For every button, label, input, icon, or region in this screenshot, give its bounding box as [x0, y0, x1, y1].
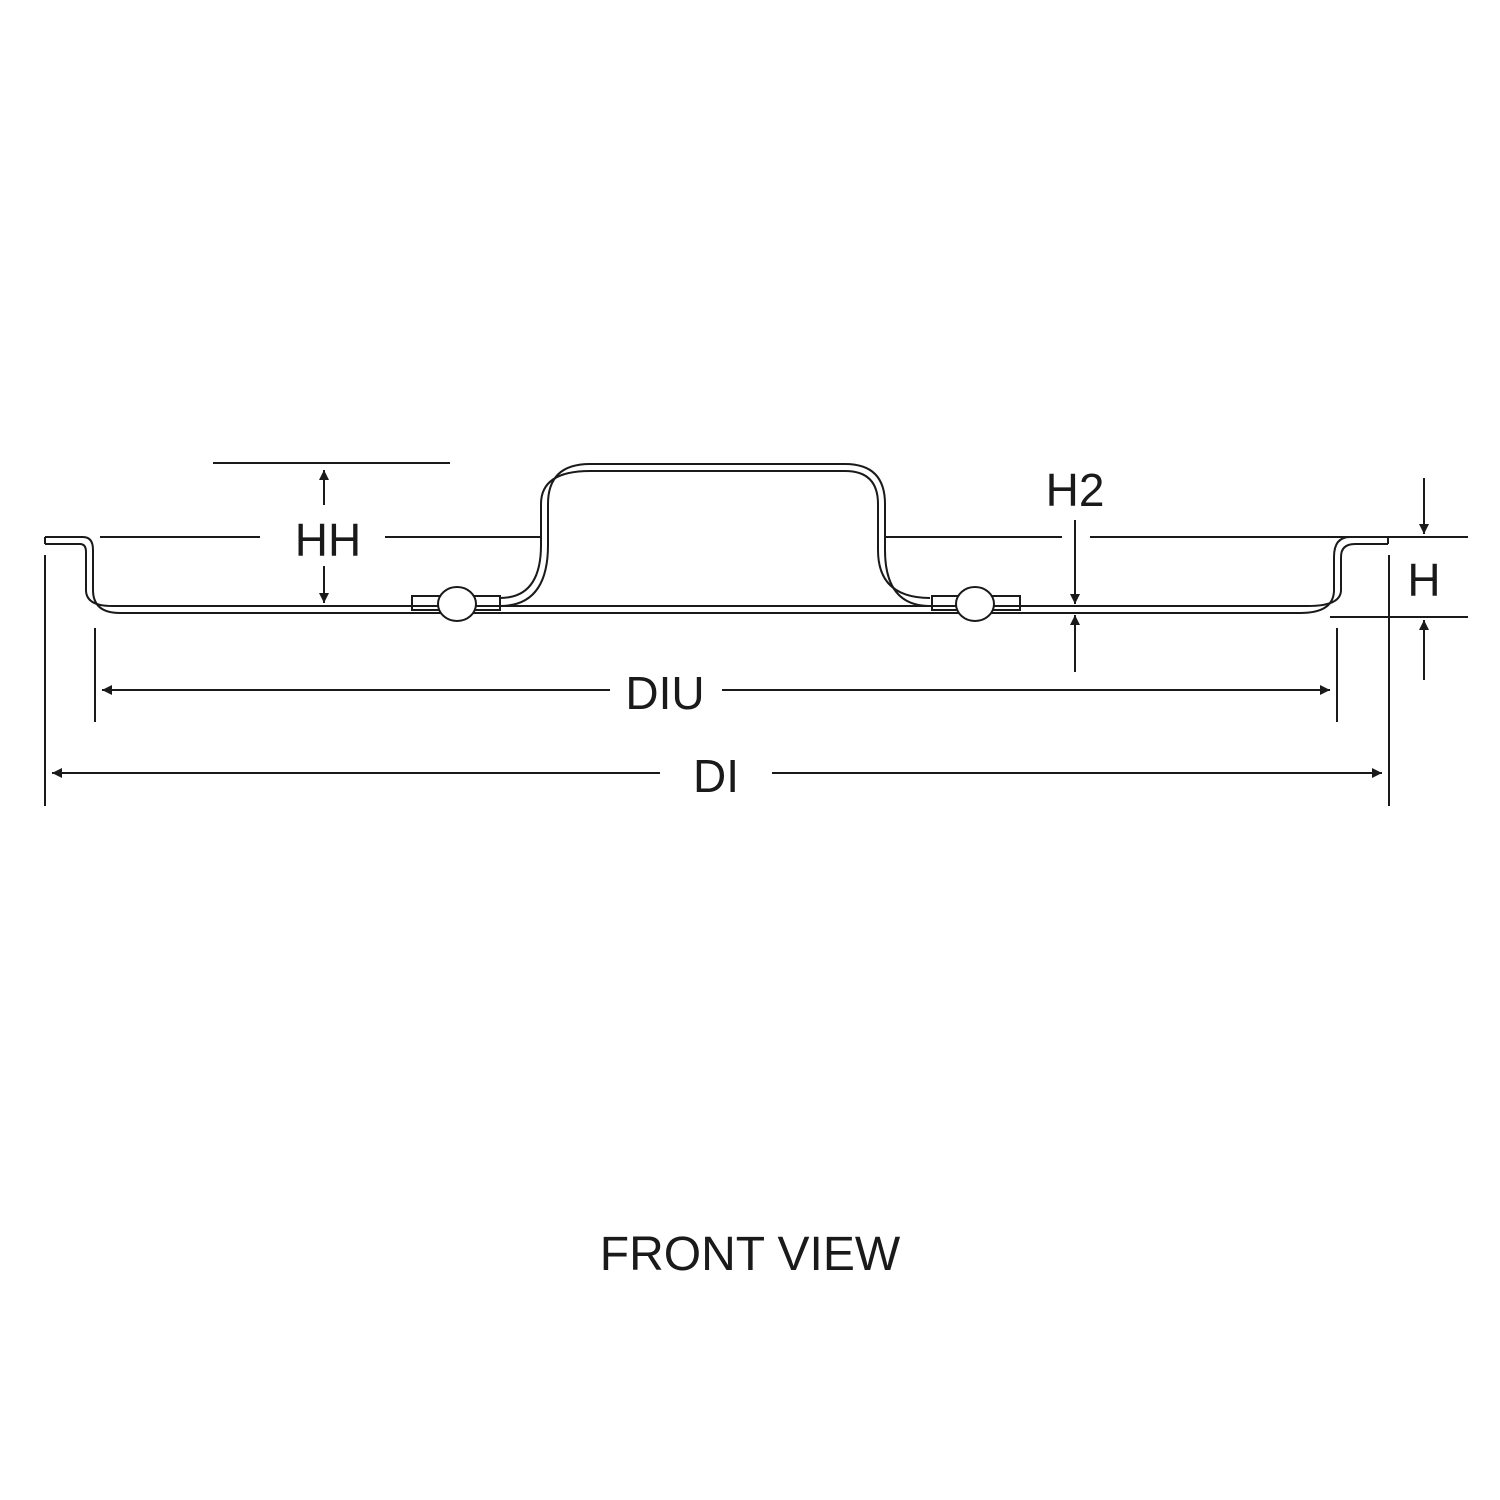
- handle-inner: [499, 470, 931, 599]
- dimension-label-di: DI: [693, 750, 739, 802]
- left-rivet: [437, 586, 477, 622]
- view-caption: FRONT VIEW: [600, 1228, 901, 1281]
- dimension-label-h: H: [1407, 554, 1440, 606]
- dimension-label-h2: H2: [1046, 464, 1105, 516]
- tray-profile-inner: [45, 543, 1388, 607]
- right-rivet: [955, 586, 995, 622]
- tray-profile-outer: [45, 536, 1388, 614]
- handle-outer: [499, 463, 931, 607]
- dimension-label-hh: HH: [295, 514, 361, 566]
- dimension-label-diu: DIU: [625, 667, 704, 719]
